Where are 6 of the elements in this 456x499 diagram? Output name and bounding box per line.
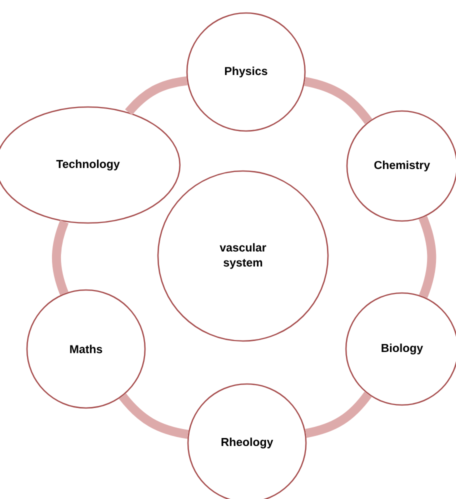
ring-band [418,216,436,298]
ring-band [304,392,372,438]
ring-band [125,76,188,116]
ring-band [118,393,189,439]
ring-band [304,77,372,124]
ring-band [52,220,69,296]
